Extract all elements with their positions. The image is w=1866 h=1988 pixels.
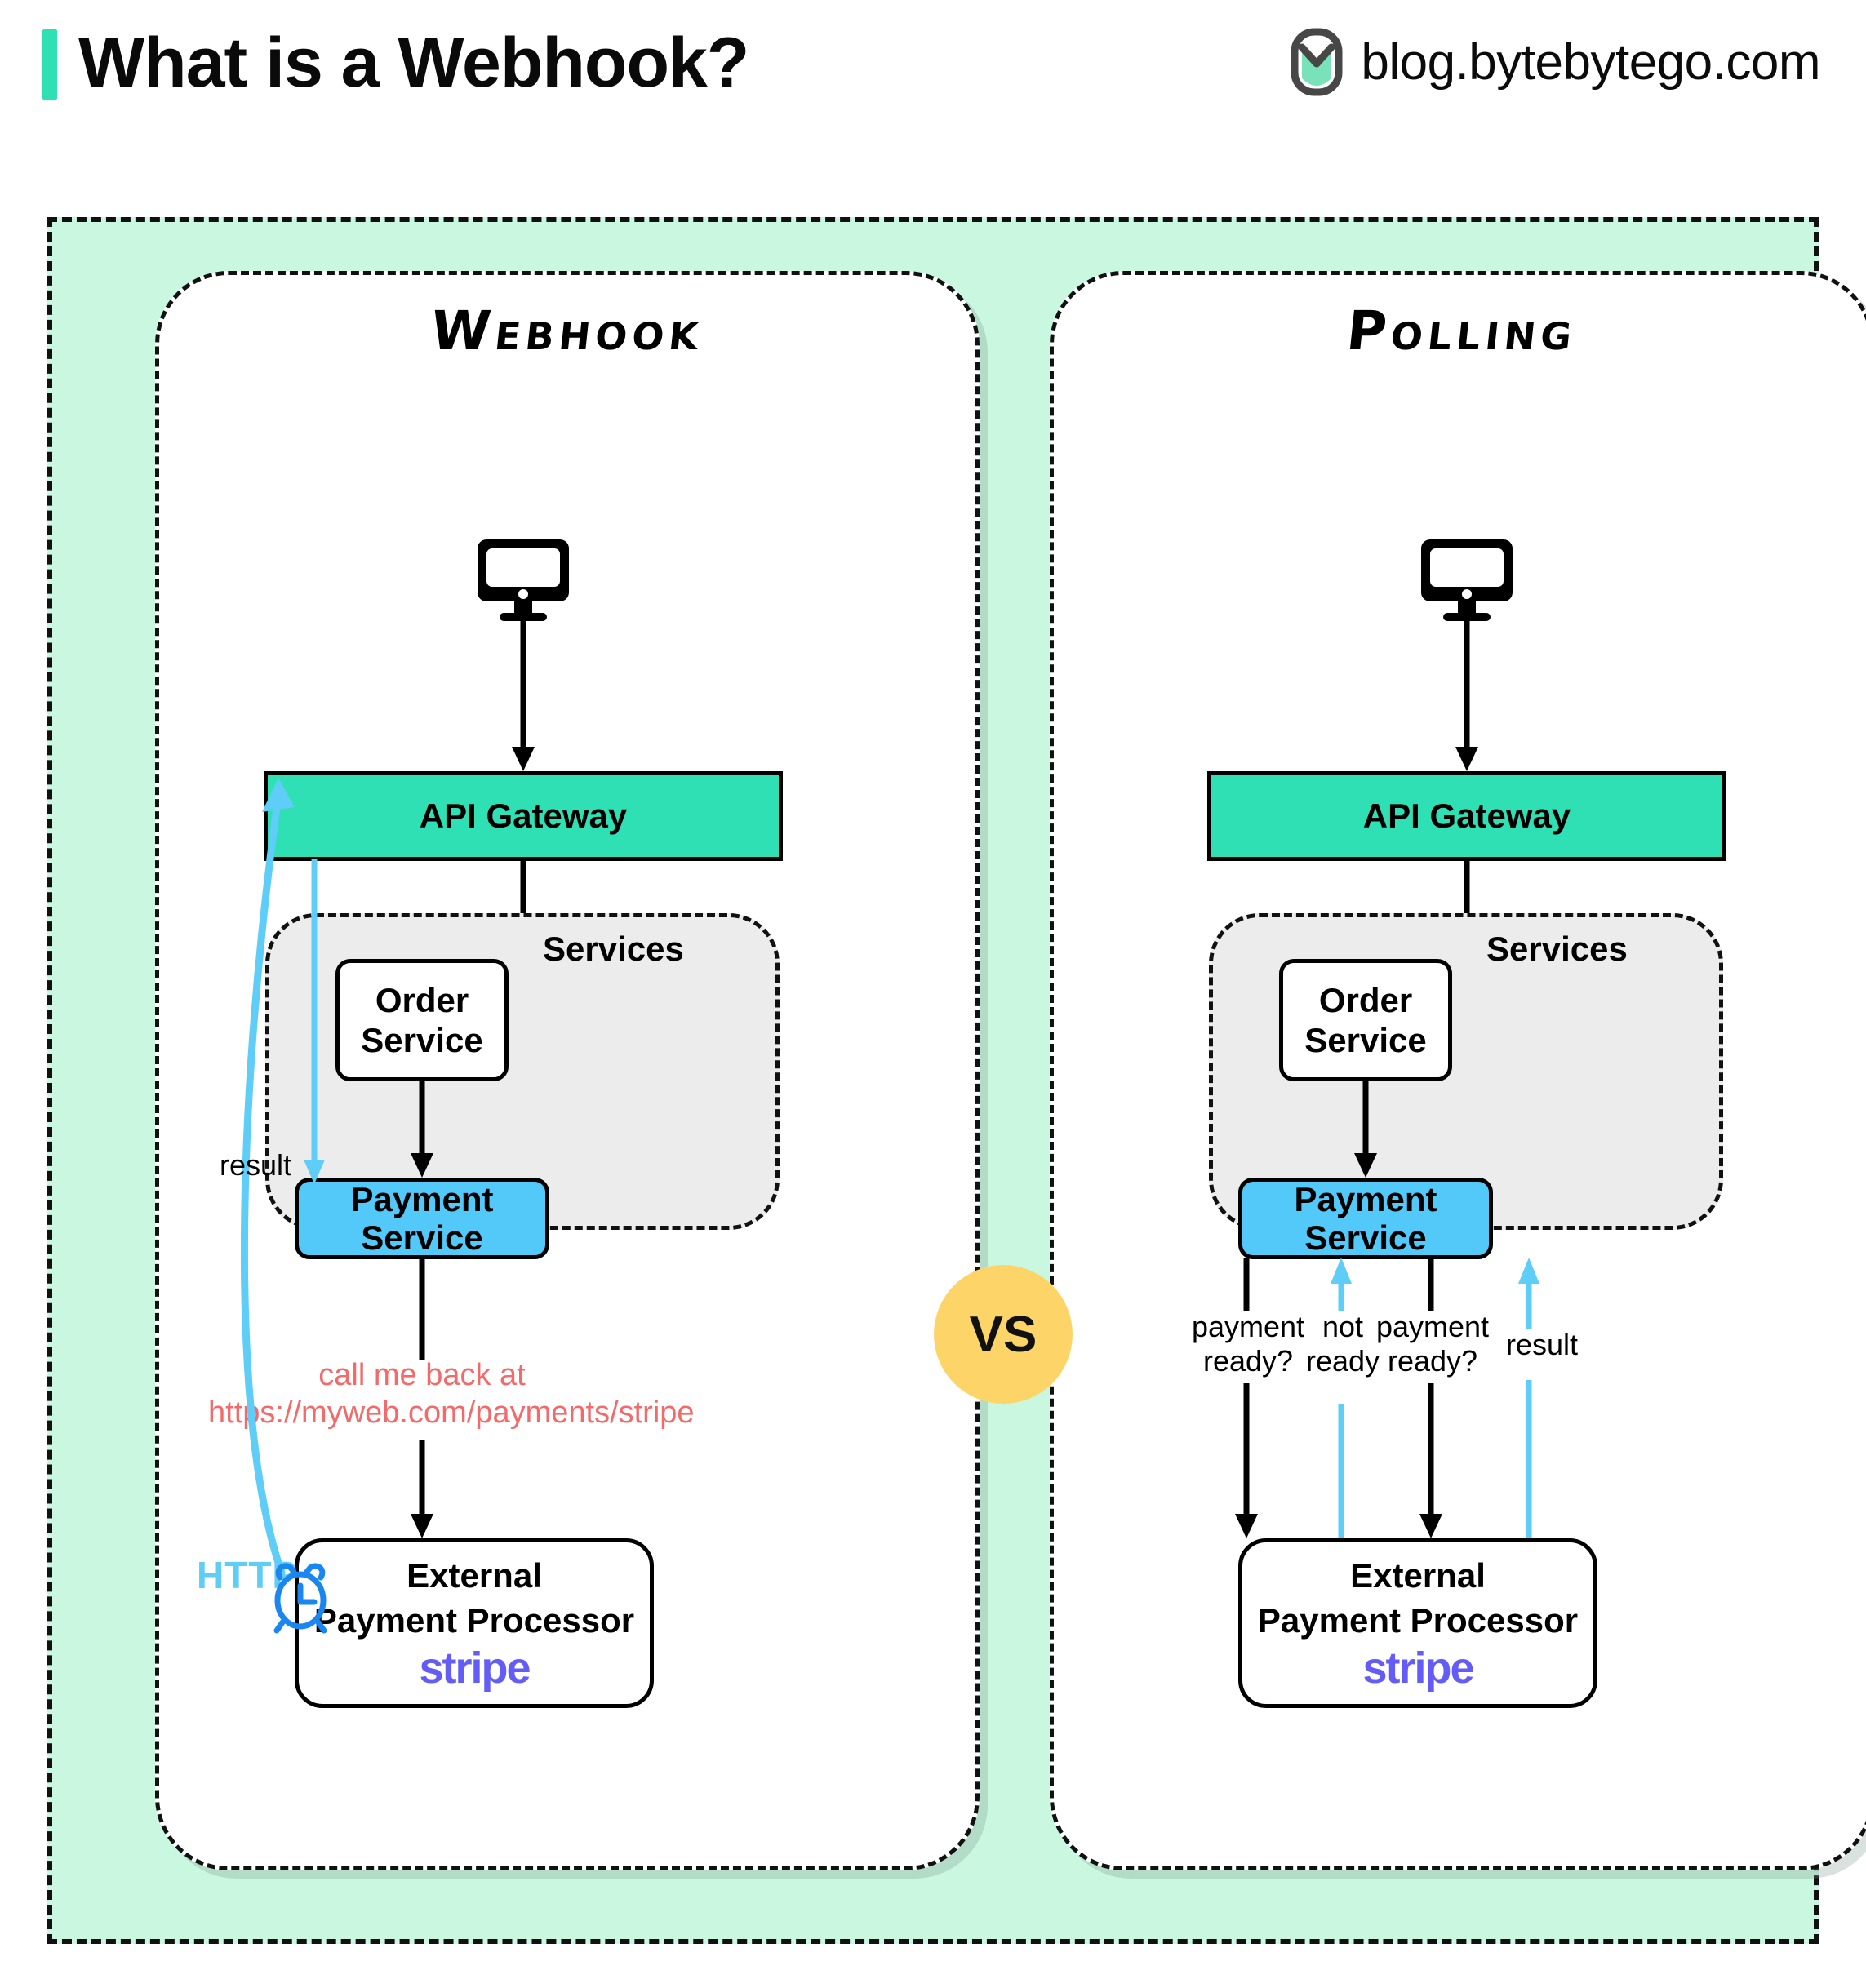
panel-polling: Polling API Gateway Services Order Servi… [1050, 271, 1866, 1870]
poll2-line2: ready? [1387, 1344, 1478, 1378]
external-line1: External [1350, 1555, 1486, 1595]
brand-block: blog.bytebytego.com [1291, 28, 1820, 96]
node-payment-service[interactable]: Payment Service [295, 1178, 549, 1259]
order-service-line2: Service [361, 1021, 483, 1059]
order-service-line2: Service [1304, 1021, 1427, 1059]
arrow-client-to-gateway [512, 621, 535, 771]
order-service-line1: Order [375, 980, 469, 1019]
alarm-clock-icon [273, 1563, 327, 1634]
services-label: Services [1486, 930, 1628, 968]
node-order-service[interactable]: Order Service [335, 959, 509, 1081]
reply1-line2: ready [1305, 1344, 1380, 1378]
callback-label: call me back at https://myweb.com/paymen… [208, 1357, 695, 1431]
stripe-logo: stripe [1362, 1644, 1474, 1693]
node-api-gateway[interactable]: API Gateway [264, 771, 783, 861]
external-line2: Payment Processor [313, 1601, 635, 1640]
arrow-order-to-payment [1354, 1081, 1377, 1178]
vs-badge: VS [934, 1265, 1073, 1404]
poll-request-2-label: payment ready? [1375, 1310, 1490, 1379]
poll-request-1-label: payment ready? [1191, 1310, 1305, 1379]
reply1-line1: not [1322, 1310, 1364, 1343]
arrow-order-to-payment [411, 1081, 433, 1178]
polling-arrow-bundle [1235, 1258, 1539, 1540]
services-label: Services [543, 930, 684, 968]
stripe-logo: stripe [419, 1644, 531, 1693]
node-order-service[interactable]: Order Service [1279, 959, 1452, 1081]
poll2-line1: payment [1375, 1310, 1490, 1343]
result-label-webhook: result [219, 1148, 292, 1182]
result-label-polling: result [1505, 1328, 1579, 1361]
arrow-to-external-processor [411, 1440, 433, 1538]
callback-line1: call me back at [318, 1358, 526, 1392]
poll1-line1: payment [1191, 1310, 1305, 1343]
brand-url-text: blog.bytebytego.com [1361, 33, 1820, 91]
callback-line2: https://myweb.com/payments/stripe [208, 1395, 695, 1430]
panel-polling-title: Polling [1344, 300, 1580, 362]
arrow-client-to-gateway [1455, 621, 1478, 771]
desktop-monitor-icon [478, 539, 569, 621]
node-payment-service[interactable]: Payment Service [1238, 1178, 1493, 1259]
node-external-payment-processor[interactable]: External Payment Processor stripe [1238, 1538, 1597, 1708]
desktop-monitor-icon [1421, 539, 1513, 621]
panel-webhook: Webhook API Gateway Services Order Servi… [155, 271, 980, 1870]
poll-response-1-label: not ready [1297, 1310, 1388, 1379]
bytebytego-logo-icon [1291, 28, 1343, 96]
poll1-line2: ready? [1202, 1344, 1294, 1378]
arrow-http-callback-result [240, 778, 295, 1577]
node-external-payment-processor[interactable]: External Payment Processor stripe [295, 1538, 654, 1708]
page-header: What is a Webhook? blog.bytebytego.com [0, 0, 1866, 131]
node-api-gateway[interactable]: API Gateway [1207, 771, 1726, 861]
external-line1: External [407, 1555, 542, 1595]
page-title: What is a Webhook? [78, 24, 749, 102]
arrow-payment-to-external-top [419, 1259, 425, 1360]
arrow-gateway-to-payment-http [304, 859, 325, 1184]
panel-webhook-title: Webhook [428, 300, 707, 362]
title-accent-bar [42, 29, 57, 100]
diagram-frame: Webhook API Gateway Services Order Servi… [47, 217, 1866, 1944]
external-line2: Payment Processor [1257, 1601, 1579, 1640]
order-service-line1: Order [1318, 980, 1413, 1019]
